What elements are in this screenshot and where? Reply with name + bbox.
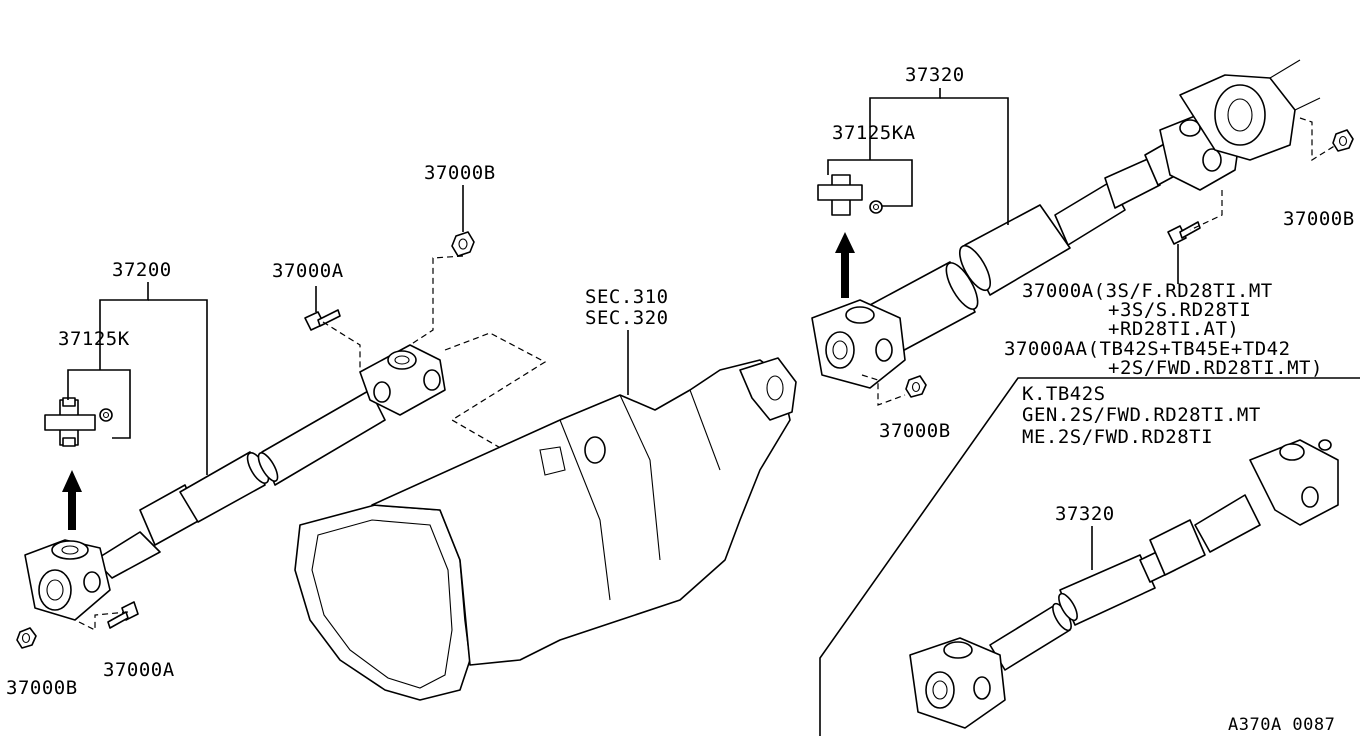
right-propeller-shaft[interactable] — [811, 59, 1321, 389]
label-37000a-bottom: 37000A — [103, 659, 175, 681]
note-37000a-line1: 37000A(3S/F.RD28TI.MT — [1022, 280, 1273, 302]
note-37000aa-line2: +2S/FWD.RD28TI.MT) — [1108, 357, 1323, 379]
variant-propeller-shaft[interactable] — [909, 439, 1339, 729]
nut-37000b-right[interactable] — [1332, 129, 1354, 152]
note-37000a-line3: +RD28TI.AT) — [1108, 318, 1239, 340]
transmission-assembly — [294, 357, 797, 701]
variant-line2: GEN.2S/FWD.RD28TI.MT — [1022, 404, 1261, 426]
label-37000b-left: 37000B — [6, 677, 78, 699]
bolt-37000a-right[interactable] — [1167, 221, 1201, 245]
label-37000a-top: 37000A — [272, 260, 344, 282]
label-37320-top: 37320 — [905, 64, 965, 86]
variant-line3: ME.2S/FWD.RD28TI — [1022, 426, 1213, 448]
label-37000b-top: 37000B — [424, 162, 496, 184]
label-37125ka: 37125KA — [832, 122, 916, 144]
diagram-code: A370A 0087 — [1228, 715, 1335, 735]
assembly-arrow-right — [835, 232, 855, 298]
label-sec320: SEC.320 — [585, 307, 669, 329]
label-sec310: SEC.310 — [585, 286, 669, 308]
label-37200: 37200 — [112, 259, 172, 281]
label-37320-bottom: 37320 — [1055, 503, 1115, 525]
variant-line1: K.TB42S — [1022, 383, 1106, 405]
label-37000b-right: 37000B — [1283, 208, 1355, 230]
universal-joint-spider-37125ka[interactable] — [817, 174, 883, 216]
assembly-arrow-left — [62, 470, 82, 530]
universal-joint-spider-37125k[interactable] — [44, 397, 113, 447]
left-propeller-shaft[interactable] — [24, 344, 446, 621]
nut-37000b-left[interactable] — [16, 627, 37, 649]
note-37000a-line2: +3S/S.RD28TI — [1108, 299, 1251, 321]
nut-37000b-top[interactable] — [451, 231, 475, 257]
bolt-37000a-bottom[interactable] — [107, 601, 139, 629]
label-37125k: 37125K — [58, 328, 130, 350]
bolt-37000a-top[interactable] — [304, 309, 341, 331]
label-37000b-mid: 37000B — [879, 420, 951, 442]
note-37000aa-line1: 37000AA(TB42S+TB45E+TD42 — [1004, 338, 1291, 360]
nut-37000b-mid[interactable] — [905, 375, 927, 398]
